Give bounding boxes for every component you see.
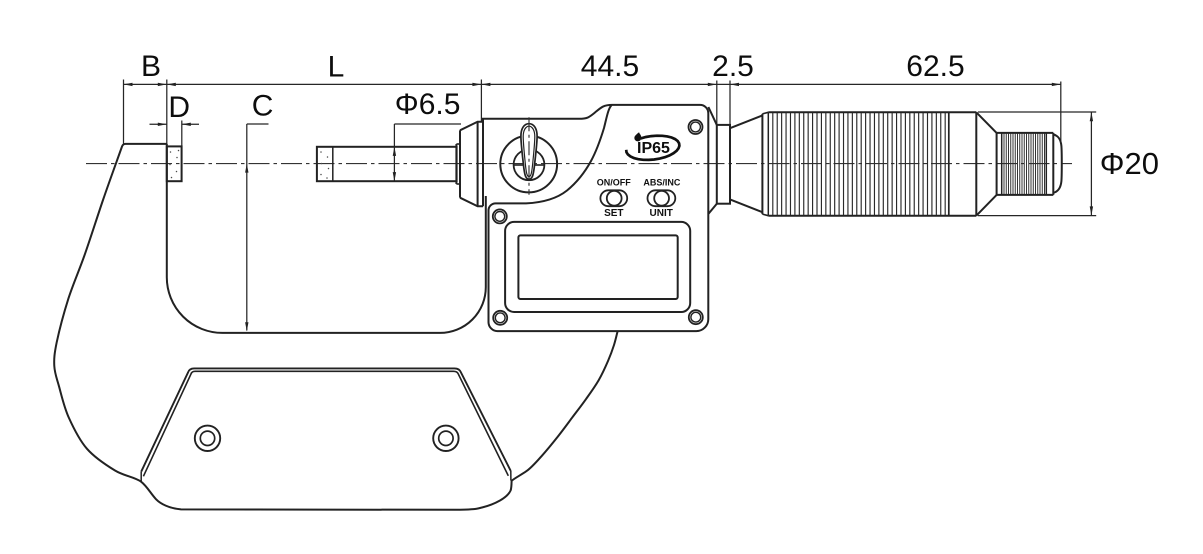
svg-text:B: B — [141, 50, 161, 83]
svg-text:C: C — [252, 90, 274, 123]
svg-text:ABS/INC: ABS/INC — [643, 178, 681, 188]
svg-text:IP65: IP65 — [637, 140, 670, 157]
svg-text:SET: SET — [604, 208, 623, 219]
svg-text:2.5: 2.5 — [712, 50, 754, 83]
svg-text:44.5: 44.5 — [581, 50, 639, 83]
svg-text:UNIT: UNIT — [650, 208, 673, 219]
svg-text:Φ6.5: Φ6.5 — [395, 88, 461, 121]
svg-text:Φ20: Φ20 — [1100, 146, 1159, 181]
svg-text:D: D — [168, 91, 190, 124]
svg-text:62.5: 62.5 — [906, 50, 964, 83]
svg-text:ON/OFF: ON/OFF — [597, 178, 631, 188]
svg-text:L: L — [328, 51, 345, 84]
